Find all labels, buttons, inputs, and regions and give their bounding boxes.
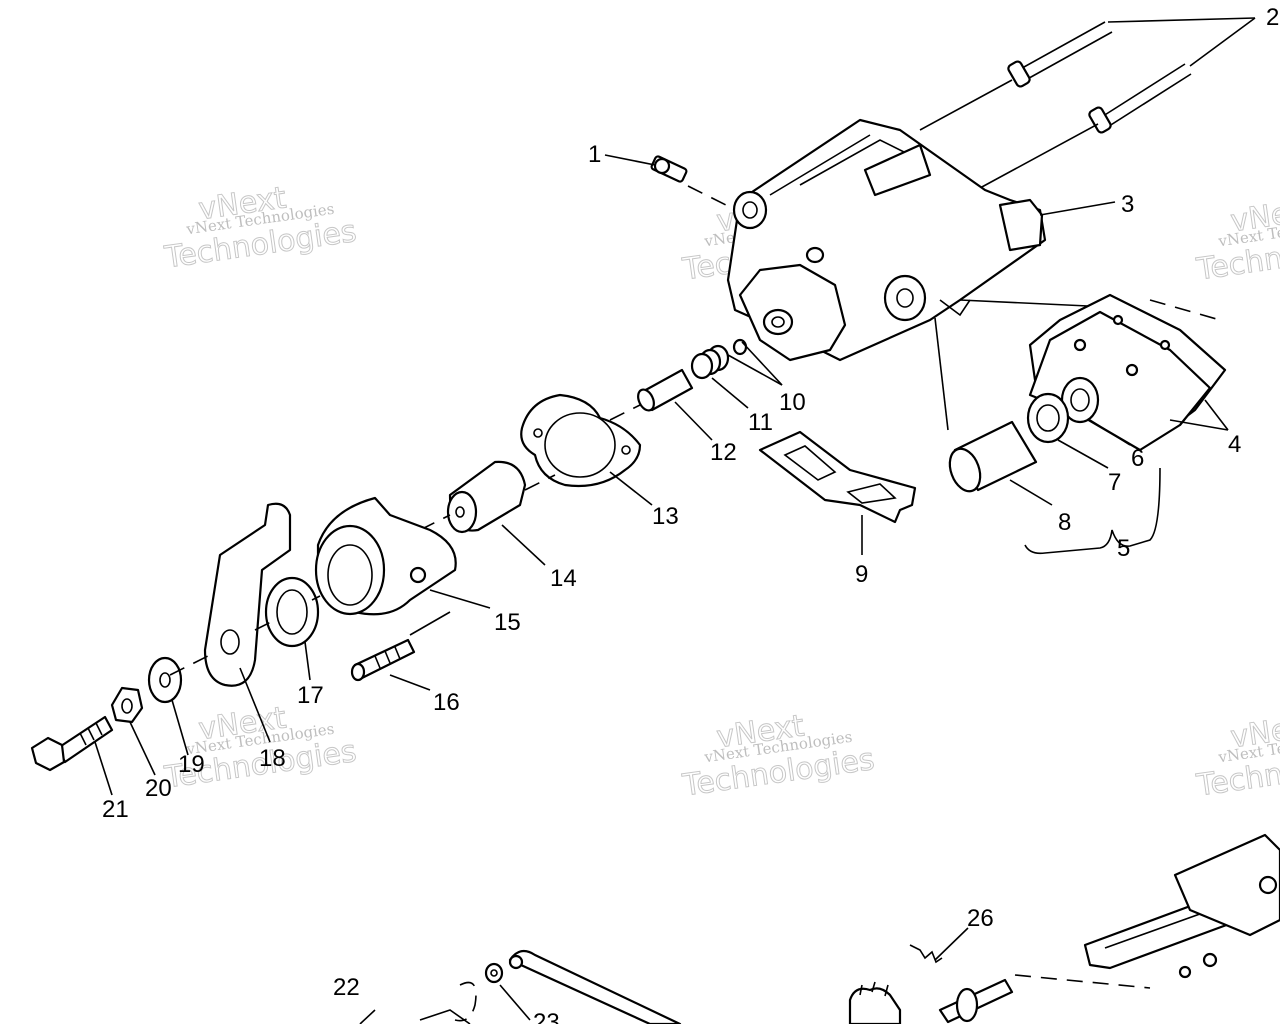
watermark-left-bottom: vNext vNext Technologies Technologies xyxy=(161,700,359,796)
callout-14: 14 xyxy=(550,565,577,592)
assembly-axis xyxy=(169,595,321,676)
callout-23: 23 xyxy=(533,1009,560,1024)
callout-20: 20 xyxy=(145,775,172,802)
callout-10: 10 xyxy=(779,389,806,416)
callout-16: 16 xyxy=(433,689,460,716)
callout-13: 13 xyxy=(652,503,679,530)
watermark-right-top: vNext vNext Technologies Technologies xyxy=(1193,192,1280,288)
callout-4: 4 xyxy=(1228,431,1241,458)
callout-8: 8 xyxy=(1058,509,1071,536)
part-1-bleeder-screw xyxy=(604,154,741,213)
callout-21: 21 xyxy=(102,796,129,823)
part-13-gasket xyxy=(520,393,653,506)
callout-15: 15 xyxy=(494,609,521,636)
part-20-nut xyxy=(110,686,156,776)
part-14-sleeve xyxy=(419,460,556,566)
part-10-11-12-pin-set xyxy=(609,338,783,441)
part-9-spring-clip xyxy=(758,430,917,555)
part-15-caliper-body xyxy=(314,496,491,616)
callout-19: 19 xyxy=(178,751,205,778)
callout-5: 5 xyxy=(1117,535,1130,562)
watermark-left-top: vNext vNext Technologies Technologies xyxy=(161,180,359,276)
part-16-bolt xyxy=(350,611,451,691)
callout-17: 17 xyxy=(297,682,324,709)
part-21-bolt xyxy=(30,715,114,796)
part-2-guide-pins xyxy=(919,17,1256,189)
watermark-right-bottom: vNext vNext Technologies Technologies xyxy=(1193,708,1280,804)
watermark-center-bottom: vNext vNext Technologies Technologies xyxy=(679,708,877,804)
callout-1: 1 xyxy=(588,141,601,168)
callout-12: 12 xyxy=(710,439,737,466)
part-3-caliper-housing xyxy=(726,118,1116,431)
callout-9: 9 xyxy=(855,561,868,588)
callout-18: 18 xyxy=(259,745,286,772)
callout-6: 6 xyxy=(1131,445,1144,472)
callout-22: 22 xyxy=(333,974,360,1001)
callout-26: 26 xyxy=(967,905,994,932)
callout-7: 7 xyxy=(1108,469,1121,496)
callout-3: 3 xyxy=(1121,191,1134,218)
part-6-7-8-piston xyxy=(948,376,1161,555)
callout-2: 2 xyxy=(1266,4,1279,31)
callout-11: 11 xyxy=(748,409,773,436)
callout-labels: 1 2 3 4 5 6 7 8 9 10 11 12 13 14 15 16 1… xyxy=(102,4,1279,1024)
lower-assembly xyxy=(359,833,1280,1024)
part-19-washer xyxy=(147,656,189,756)
part-17-seal-ring xyxy=(264,576,320,681)
part-18-bracket xyxy=(203,502,292,743)
